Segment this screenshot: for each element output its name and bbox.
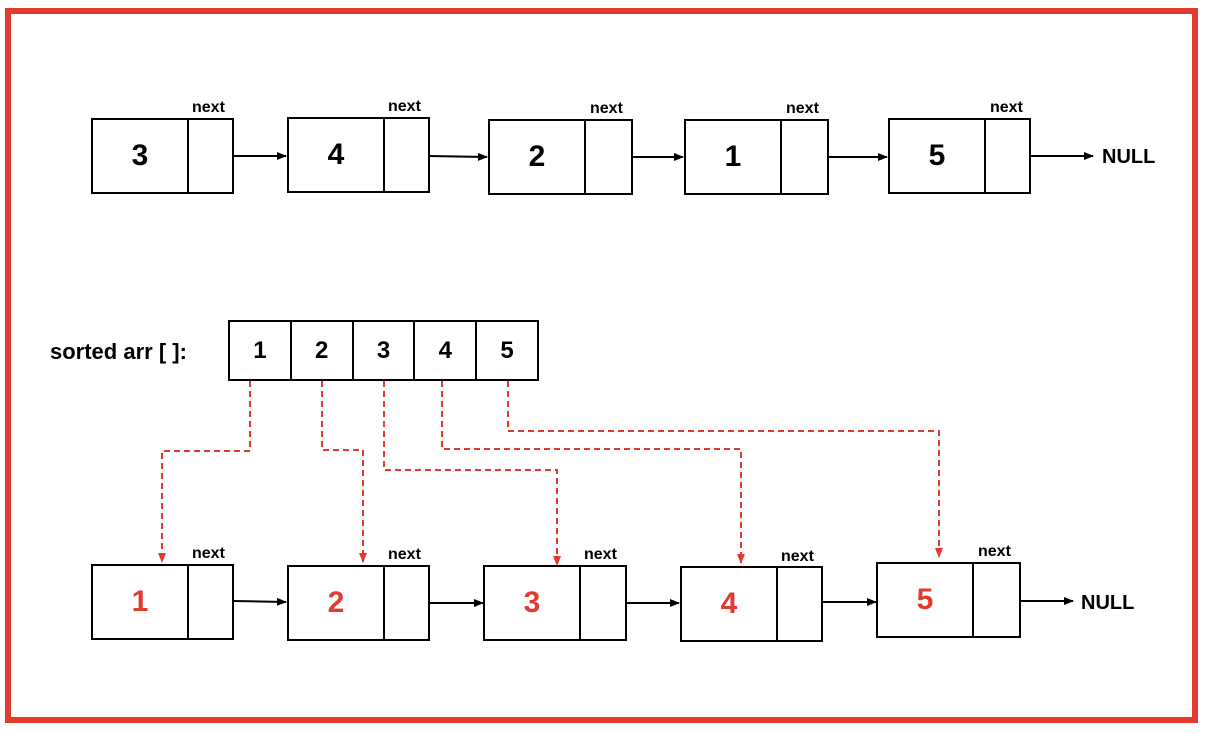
sorted-array-label: sorted arr [ ]:: [50, 339, 187, 364]
next-pointer-label: next: [786, 100, 819, 117]
next-pointer-label: next: [388, 546, 421, 563]
result-node-3: 3: [483, 565, 627, 641]
array-cell-4: 4: [415, 322, 478, 379]
result-node-4: 4: [680, 566, 823, 642]
original-node-4: 1: [684, 119, 829, 195]
node-value: 4: [682, 568, 778, 640]
next-pointer-label: next: [584, 546, 617, 563]
node-value: 2: [289, 567, 385, 639]
next-pointer-label: next: [192, 545, 225, 562]
bottom-null-label: NULL: [1081, 592, 1135, 614]
mapping-arrow-1: [158, 381, 251, 563]
mapping-arrow-3: [383, 381, 561, 566]
next-pointer-label: next: [388, 98, 421, 115]
next-pointer-label: next: [978, 543, 1011, 560]
array-cell-2: 2: [292, 322, 354, 379]
result-node-5: 5: [876, 562, 1021, 638]
array-cell-1: 1: [230, 322, 292, 379]
next-pointer-label: next: [192, 99, 225, 116]
diagram-frame: [5, 8, 1198, 723]
array-cell-3: 3: [354, 322, 416, 379]
node-value: 1: [93, 566, 189, 638]
next-pointer-label: next: [781, 548, 814, 565]
next-pointer-label: next: [590, 100, 623, 117]
mapping-arrow-4: [441, 381, 745, 564]
result-node-2: 2: [287, 565, 430, 641]
original-node-5: 5: [888, 118, 1031, 194]
mapping-arrow-5: [507, 381, 943, 558]
bottom-link-arrow-1: [232, 597, 287, 606]
original-node-3: 2: [488, 119, 633, 195]
original-node-1: 3: [91, 118, 234, 194]
node-value: 5: [890, 120, 986, 192]
original-node-2: 4: [287, 117, 430, 193]
result-node-1: 1: [91, 564, 234, 640]
top-null-label: NULL: [1102, 146, 1156, 168]
array-cell-5: 5: [500, 336, 514, 364]
top-link-arrow-2: [428, 152, 488, 161]
node-value: 5: [878, 564, 974, 636]
mapping-arrow-2: [321, 381, 367, 563]
node-value: 2: [490, 121, 586, 193]
node-value: 3: [93, 120, 189, 192]
sorted-array: 1 2 3 4 5: [228, 320, 539, 381]
next-pointer-label: next: [990, 99, 1023, 116]
node-value: 3: [485, 567, 581, 639]
node-value: 1: [686, 121, 782, 193]
node-value: 4: [289, 119, 385, 191]
